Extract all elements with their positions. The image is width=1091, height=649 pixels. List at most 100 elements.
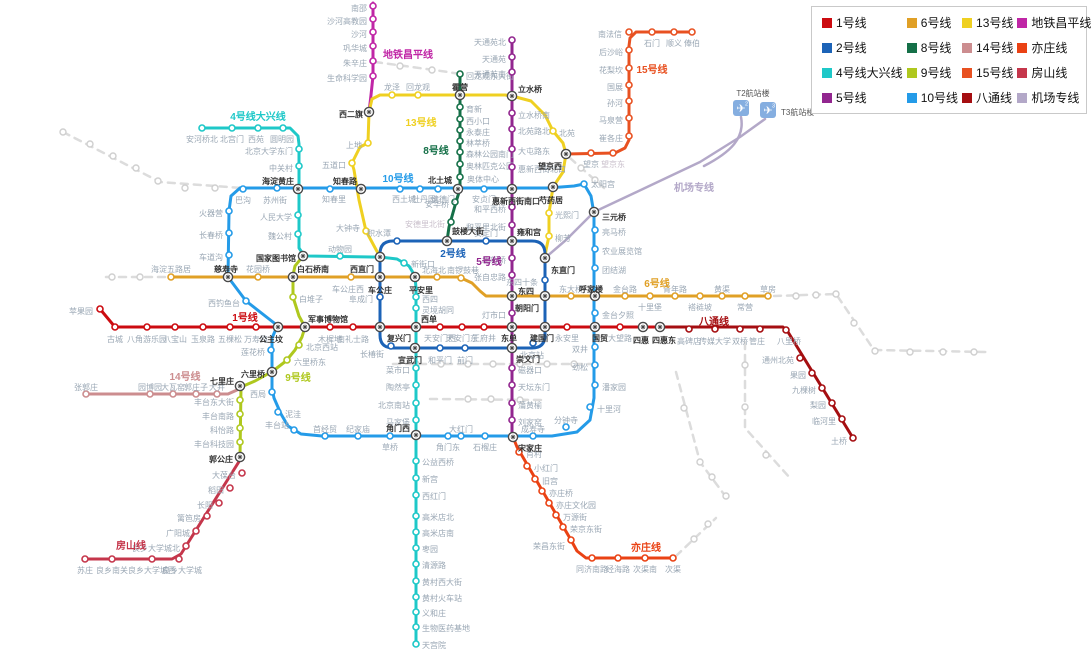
station-立水桥南[interactable] [508,109,516,117]
station-成寿寺[interactable] [529,432,537,440]
interchange-鼓楼大街[interactable] [441,235,453,247]
station-望京[interactable] [587,149,595,157]
station-北苑[interactable] [549,127,557,135]
station-西红门[interactable] [412,491,420,499]
station-和平西桥[interactable] [508,203,516,211]
interchange-宋家庄[interactable] [507,431,519,443]
station-良乡大学城[interactable] [175,555,183,563]
station-稻田[interactable] [226,484,234,492]
station-国展[interactable] [625,81,633,89]
interchange-知春路[interactable] [355,183,367,195]
station-北京大学东门[interactable] [295,145,303,153]
station-丰台南路[interactable] [236,410,244,418]
station-龙泽[interactable] [388,91,396,99]
interchange-三元桥[interactable] [588,206,600,218]
station-花园桥[interactable] [254,273,262,281]
station-健德门[interactable] [434,185,442,193]
station-北京西站[interactable] [295,341,303,349]
station-黄渠[interactable] [718,292,726,300]
station-车道沟[interactable] [225,251,233,259]
station-陶然亭[interactable] [412,381,420,389]
station-永安里[interactable] [563,323,571,331]
station-长阳[interactable] [215,499,223,507]
interchange-惠新西街南口[interactable] [506,183,518,195]
station-大望路[interactable] [616,323,624,331]
station-巴沟[interactable] [239,185,247,193]
station-灵境胡同[interactable] [412,304,420,312]
station-育新[interactable] [456,103,464,111]
station-广阳城[interactable] [192,527,200,535]
station-安华桥[interactable] [451,198,459,206]
interchange-东直门[interactable] [539,252,551,264]
station-土桥[interactable] [849,434,857,442]
station-崔各庄[interactable] [625,132,633,140]
station-园博园[interactable] [146,390,154,398]
station-天宫院[interactable] [412,640,420,648]
station-丰台科技园[interactable] [236,438,244,446]
station-安河桥北[interactable] [198,124,206,132]
station-朱辛庄[interactable] [369,57,377,65]
station-荣昌东街[interactable] [567,536,575,544]
interchange-东四[interactable] [506,290,518,302]
station-前门[interactable] [461,344,469,352]
station-义和庄[interactable] [412,608,420,616]
station-良乡大学城西[interactable] [148,555,156,563]
interchange-西单[interactable] [410,321,422,333]
station-森林公园南门[interactable] [456,148,464,156]
station-孙河[interactable] [625,97,633,105]
station-亦庄桥[interactable] [538,487,546,495]
station-角门东[interactable] [444,432,452,440]
station-同济南路[interactable] [588,554,596,562]
airport-terminal-T3航站楼[interactable]: ✈3 [760,102,776,118]
station-五棵松[interactable] [226,323,234,331]
station-褡裢坡[interactable] [696,292,704,300]
station-长椿街[interactable] [387,342,395,350]
interchange-国家图书馆[interactable] [297,250,309,262]
interchange-宣武门[interactable] [409,342,421,354]
station-小红门[interactable] [523,462,531,470]
station-团结湖[interactable] [591,264,599,272]
station-泥洼[interactable] [274,408,282,416]
interchange-四惠东[interactable] [654,321,666,333]
station-黄村西大街[interactable] [412,577,420,585]
station-永泰庄[interactable] [456,126,464,134]
station-金台夕照[interactable] [591,309,599,317]
station-西四[interactable] [412,293,420,301]
station-大井[interactable] [213,390,221,398]
station-生物医药基地[interactable] [412,623,420,631]
station-玉泉路[interactable] [199,323,207,331]
interchange-芍药居[interactable] [547,181,559,193]
station-枣园[interactable] [412,544,420,552]
station-花梨坎[interactable] [625,64,633,72]
interchange-霍营[interactable] [454,89,466,101]
station-和平门[interactable] [436,344,444,352]
station-后沙峪[interactable] [625,46,633,54]
station-火器营[interactable] [225,207,233,215]
interchange-海淀黄庄[interactable] [292,183,304,195]
interchange-平安里[interactable] [409,271,421,283]
station-生命科学园[interactable] [369,72,377,80]
station-肖村[interactable] [515,448,523,456]
station-木樨地[interactable] [326,323,334,331]
interchange-公主坟[interactable] [272,321,284,333]
station-次渠南[interactable] [641,554,649,562]
station-俸伯[interactable] [688,28,696,36]
station-西钓鱼台[interactable] [242,297,250,305]
station-巩华城[interactable] [369,42,377,50]
station-南法信[interactable] [625,28,633,36]
station-草桥[interactable] [386,432,394,440]
station-良乡南关[interactable] [108,555,116,563]
station-西苑[interactable] [254,124,262,132]
station-青年路[interactable] [671,292,679,300]
station-天通苑南[interactable] [508,68,516,76]
interchange-望京西[interactable] [560,148,572,160]
station-金台路[interactable] [621,292,629,300]
interchange-崇文门[interactable] [506,342,518,354]
station-天安门东[interactable] [458,323,466,331]
station-郭庄子[interactable] [192,390,200,398]
station-丰台站[interactable] [290,426,298,434]
interchange-六里桥[interactable] [266,366,278,378]
station-管庄[interactable] [756,325,764,333]
interchange-慈寿寺[interactable] [222,271,234,283]
station-北苑路北[interactable] [508,125,516,133]
